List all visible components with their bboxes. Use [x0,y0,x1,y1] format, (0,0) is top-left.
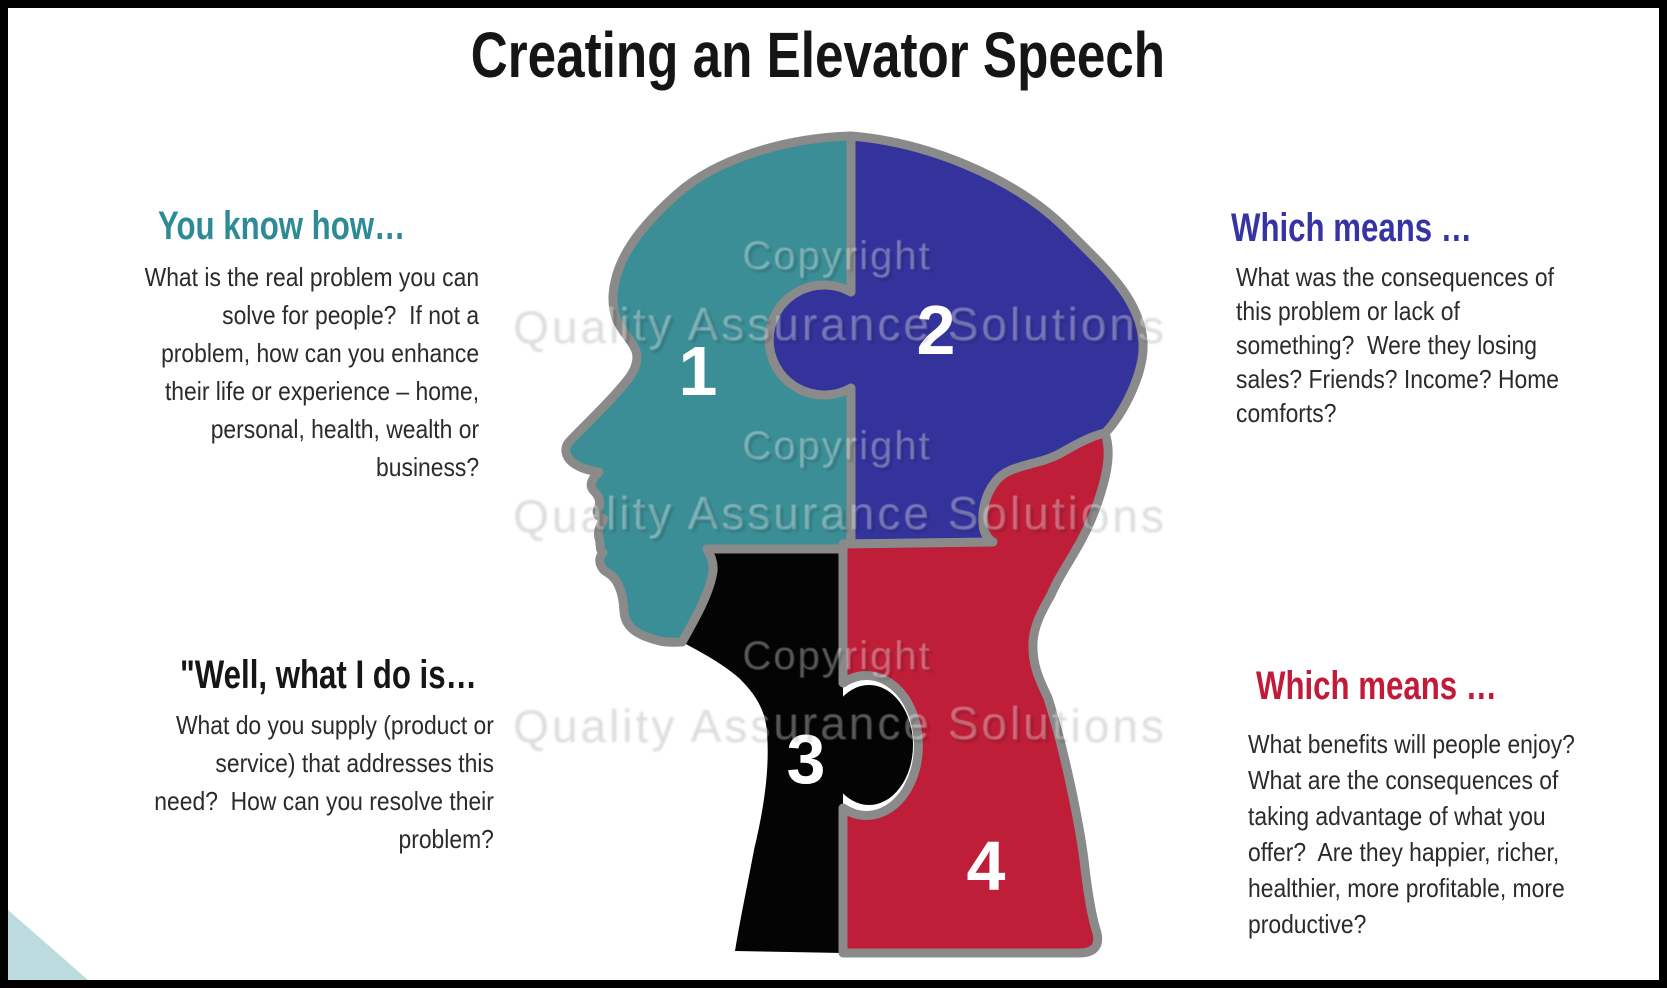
heading-which-means-top: Which means … [1231,206,1540,251]
puzzle-piece-3-knob [825,685,913,805]
piece-number-4: 4 [967,827,1006,905]
heading-which-means-bottom-text: Which means … [1256,664,1497,708]
puzzle-piece-3 [682,544,843,953]
piece-number-3: 3 [787,720,826,798]
puzzle-head-graphic: 1 2 3 4 [561,131,1148,958]
heading-which-means-top-text: Which means … [1231,206,1472,250]
heading-which-means-bottom: Which means … [1256,664,1565,709]
body-which-means-top-text: What was the consequences of this proble… [1236,262,1560,428]
body-well-what-i-do-text: What do you supply (product or service) … [154,710,494,854]
body-which-means-bottom-text: What benefits will people enjoy? What ar… [1248,729,1575,939]
piece-number-1: 1 [679,332,718,410]
body-well-what-i-do: What do you supply (product or service) … [54,706,494,858]
body-you-know-how-text: What is the real problem you can solve f… [144,262,479,482]
body-which-means-top: What was the consequences of this proble… [1236,260,1659,430]
corner-triangle-shape [8,910,88,980]
heading-well-what-i-do-text: "Well, what I do is… [180,653,477,697]
piece-number-2: 2 [917,291,956,369]
puzzle-piece-4 [838,428,1113,958]
body-you-know-how: What is the real problem you can solve f… [39,258,479,486]
corner-triangle-decoration [8,910,88,980]
body-which-means-bottom: What benefits will people enjoy? What ar… [1248,726,1659,942]
page-title-text: Creating an Elevator Speech [470,19,1166,91]
heading-well-what-i-do: "Well, what I do is… [180,653,561,698]
heading-you-know-how-text: You know how… [158,204,406,248]
puzzle-piece-1 [561,131,856,647]
page-title: Creating an Elevator Speech [8,18,1628,92]
heading-you-know-how: You know how… [158,204,475,249]
